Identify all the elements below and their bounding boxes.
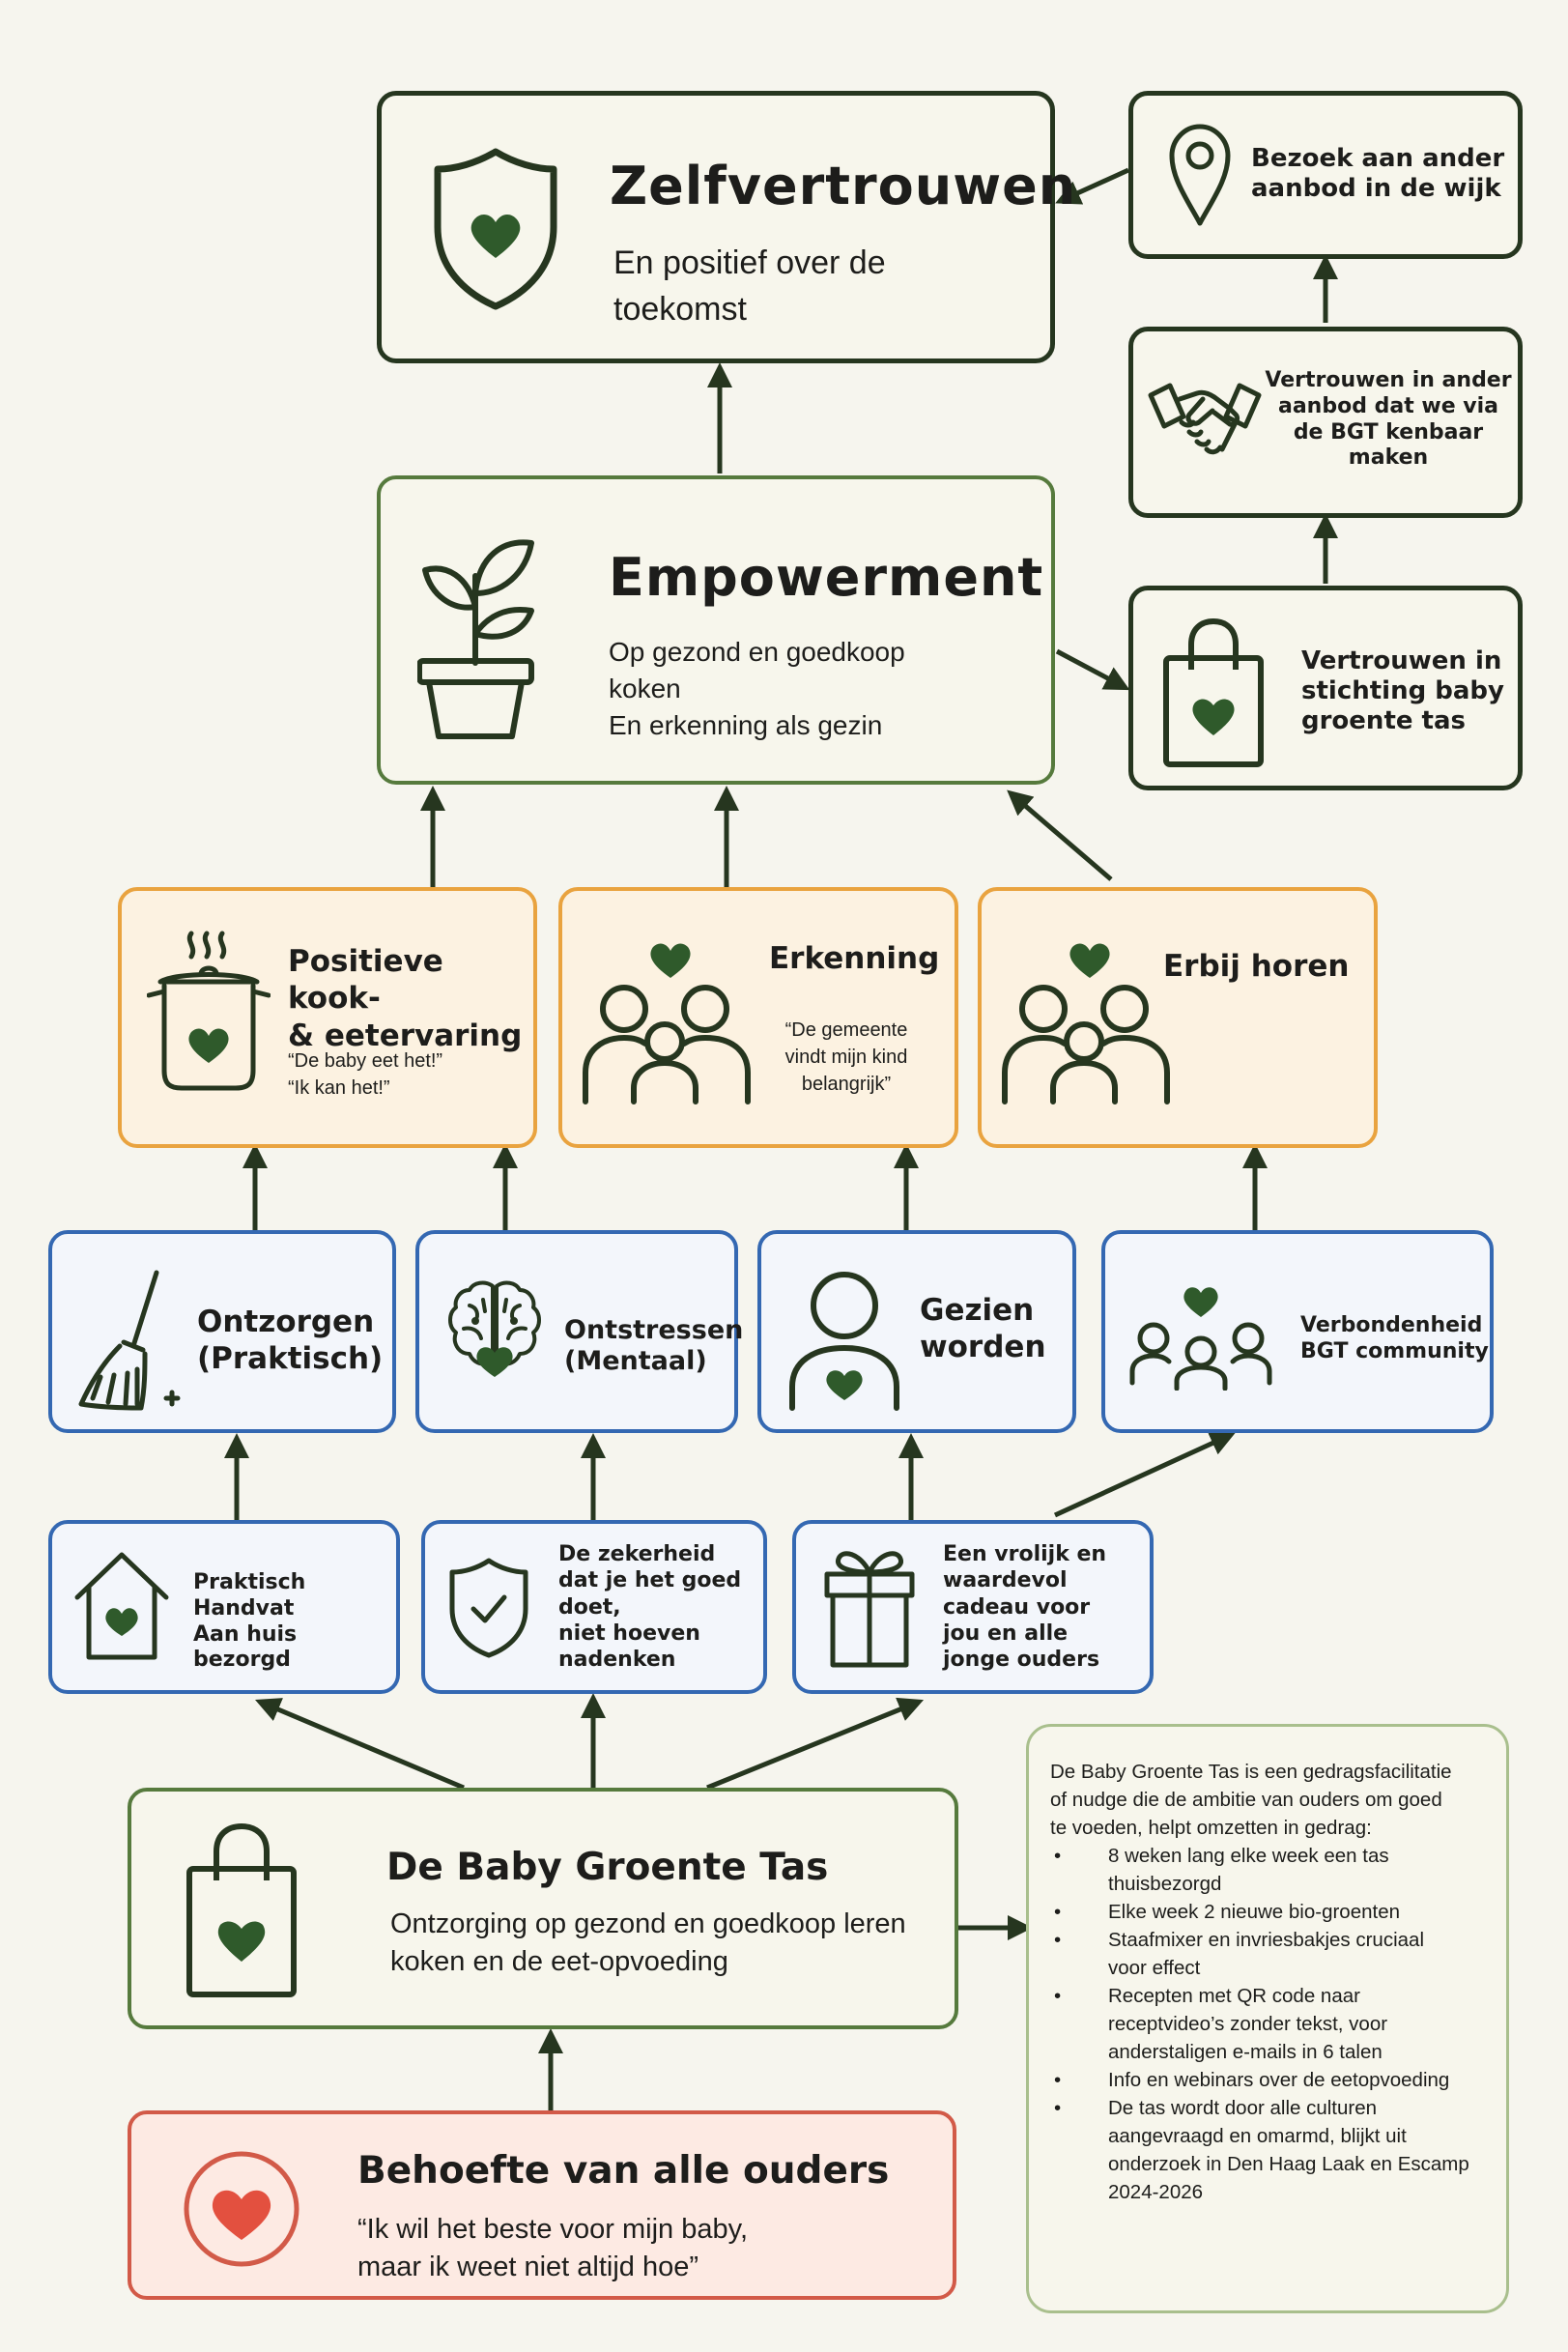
house-heart-icon	[73, 1549, 170, 1663]
arrow-tas-to-praktisch	[255, 1698, 465, 1791]
info-note-bullet: Elke week 2 nieuwe bio-groenten	[1050, 1898, 1491, 1926]
bag-heart-icon	[1160, 616, 1267, 770]
empowerment-title: Empowerment	[609, 547, 1044, 608]
zelfvertrouwen-title: Zelfvertrouwen	[610, 156, 1077, 216]
cooking-pot-icon	[147, 930, 271, 1104]
baby-groente-tas-title: De Baby Groente Tas	[386, 1846, 829, 1889]
ontzorgen-box: Ontzorgen(Praktisch)	[48, 1230, 396, 1433]
info-note-intro: De Baby Groente Tas is een gedragsfacili…	[1050, 1761, 1452, 1839]
behoefte-quote: “Ik wil het beste voor mijn baby,maar ik…	[357, 2214, 749, 2283]
ontstressen-label: Ontstressen(Mentaal)	[564, 1315, 744, 1377]
arrow-cadeau-to-verbondenheid	[1053, 1431, 1236, 1518]
info-note-bullets: 8 weken lang elke week een tasthuisbezor…	[1050, 1842, 1491, 2206]
info-note-bullet: De tas wordt door alle culturenaangevraa…	[1050, 2094, 1491, 2206]
heart-circle-icon	[182, 2149, 301, 2269]
erkenning-title: Erkenning	[769, 941, 940, 976]
positieve-kookervaring-title: Positieve kook-& eetervaring	[288, 944, 523, 1053]
shield-heart-icon	[430, 146, 561, 312]
plant-icon	[417, 518, 543, 740]
person-heart-icon	[786, 1269, 902, 1414]
arrow-erbij-to-empowerment	[1007, 789, 1113, 881]
ontzorgen-label: Ontzorgen(Praktisch)	[197, 1305, 384, 1377]
positieve-kookervaring-box: Positieve kook-& eetervaring “De baby ee…	[118, 887, 537, 1148]
community-heart-icon	[1128, 1278, 1273, 1391]
family-heart-icon	[580, 928, 754, 1111]
erbij-horen-title: Erbij horen	[1163, 949, 1350, 984]
gift-icon	[823, 1543, 916, 1671]
baby-groente-tas-box: De Baby Groente Tas Ontzorging op gezond…	[128, 1788, 958, 2029]
erbij-horen-box: Erbij horen	[978, 887, 1378, 1148]
info-note-text: De Baby Groente Tas is een gedragsfacili…	[1050, 1758, 1491, 2206]
arrow-bezoek-to-zelfvertrouwen	[1055, 167, 1130, 205]
handshake-icon	[1147, 370, 1263, 476]
location-pin-icon	[1168, 123, 1232, 227]
arrow-empowerment-to-stichting	[1055, 648, 1130, 691]
positieve-kookervaring-quote: “De baby eet het!”“Ik kan het!”	[288, 1050, 443, 1099]
broom-icon	[75, 1269, 191, 1414]
info-note-bullet: 8 weken lang elke week een tasthuisbezor…	[1050, 1842, 1491, 1898]
bag-heart-icon	[184, 1821, 299, 2000]
behoefte-box: Behoefte van alle ouders “Ik wil het bes…	[128, 2110, 956, 2300]
arrow-tas-to-cadeau	[706, 1697, 925, 1791]
shield-check-icon	[448, 1557, 529, 1659]
brain-heart-icon	[446, 1278, 543, 1381]
info-note-bullet: Info en webinars over de eetopvoeding	[1050, 2066, 1491, 2094]
info-note-bullet: Staafmixer en invriesbakjes cruciaalvoor…	[1050, 1926, 1491, 1982]
ontstressen-box: Ontstressen(Mentaal)	[415, 1230, 743, 1433]
family-heart-icon	[999, 928, 1173, 1111]
info-note-box: De Baby Groente Tas is een gedragsfacili…	[1026, 1724, 1509, 2313]
behoefte-title: Behoefte van alle ouders	[357, 2149, 890, 2193]
